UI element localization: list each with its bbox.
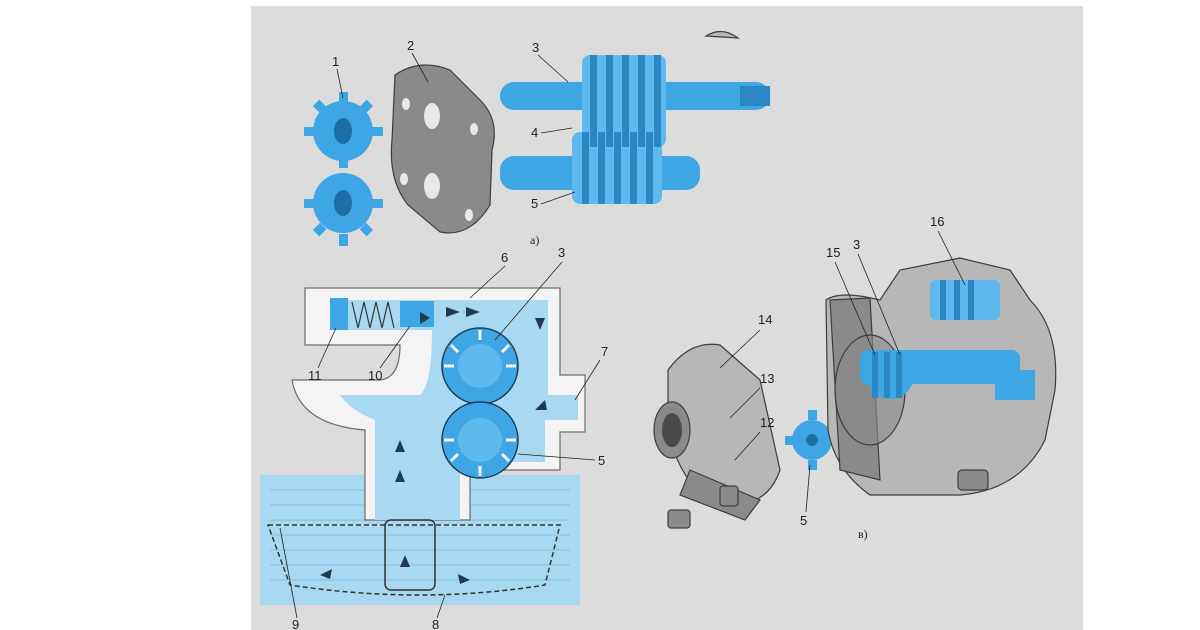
label-a5: 5 [531,196,538,211]
valve-plunger [400,301,434,327]
label-c14: 14 [758,312,772,327]
pump-body-cutaway [825,257,1057,496]
label-b7: 7 [601,344,608,359]
label-a3: 3 [532,40,539,55]
label-b10: 10 [368,368,382,383]
label-c16: 16 [930,214,944,229]
view-b-schematic: 6 3 7 5 11 10 9 8 [260,245,608,630]
label-b8: 8 [432,617,439,630]
view-a-exploded-gears: 1 2 3 4 5 а) [304,30,770,247]
caption-a: а) [530,233,539,247]
valve-spring [351,301,395,329]
label-c15: 15 [826,245,840,260]
valve-seat [330,298,348,330]
shafts-with-gears [500,30,770,204]
label-c13: 13 [760,371,774,386]
oil-strainer [266,524,561,596]
schematic-gears [441,327,519,479]
label-a1: 1 [332,54,339,69]
label-b3: 3 [558,245,565,260]
label-b11: 11 [308,368,322,383]
pump-cover [653,343,781,529]
label-b5: 5 [598,453,605,468]
label-c5: 5 [800,513,807,528]
drive-gear-pair [304,92,383,246]
label-b9: 9 [292,617,299,630]
label-a2: 2 [407,38,414,53]
label-a4: 4 [531,125,538,140]
label-b6: 6 [501,250,508,265]
label-c12: 12 [760,415,774,430]
cover-plate [390,64,495,234]
label-c3: 3 [853,237,860,252]
caption-b: в) [858,527,868,541]
view-c-cutaway: 14 13 12 5 15 3 16 в) [653,214,1057,541]
flow-arrows [320,307,547,584]
